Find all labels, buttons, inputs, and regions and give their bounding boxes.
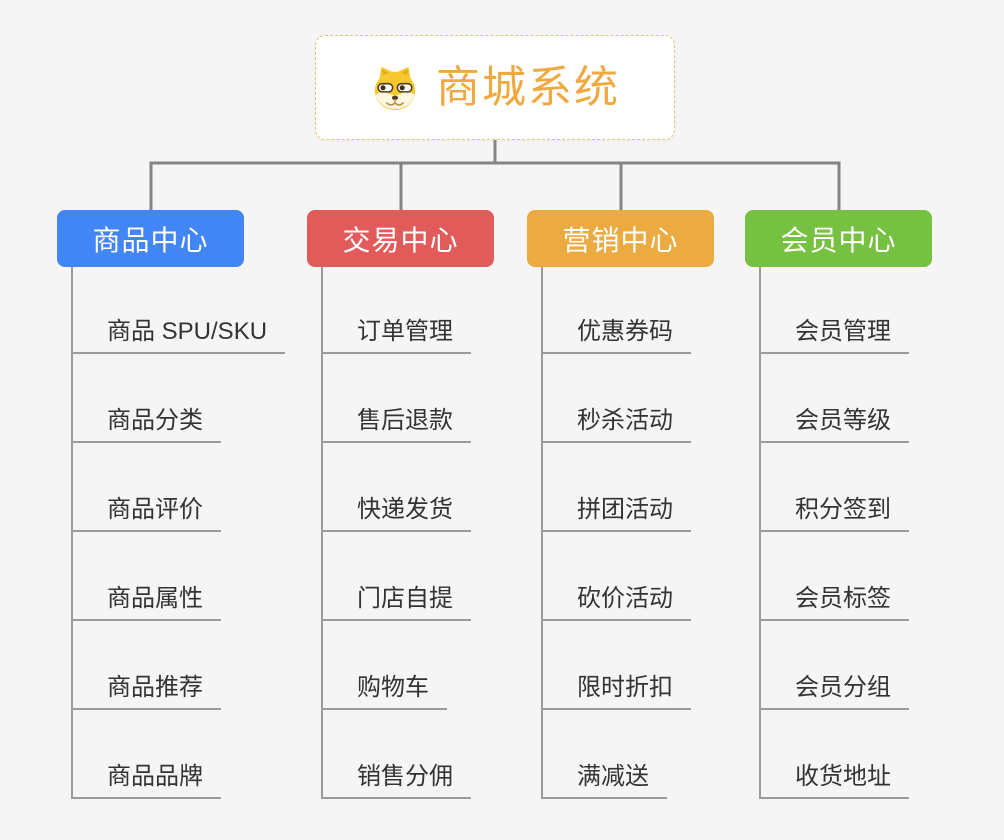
branch-column-2: 优惠券码秒杀活动拼团活动砍价活动限时折扣满减送: [541, 267, 691, 799]
sub-topic[interactable]: 会员标签: [761, 532, 909, 621]
sub-topic-label: 会员标签: [795, 585, 891, 613]
sub-topic-label: 会员分组: [795, 674, 891, 702]
dog-face-icon: [370, 63, 420, 113]
branch-column-3: 会员管理会员等级积分签到会员标签会员分组收货地址: [759, 267, 909, 799]
sub-topic-label: 商品品牌: [107, 763, 203, 791]
branch-label: 营销中心: [562, 224, 679, 256]
branch-column-1: 订单管理售后退款快递发货门店自提购物车销售分佣: [321, 267, 471, 799]
sub-topic-label: 限时折扣: [577, 674, 673, 702]
sub-topic[interactable]: 会员分组: [761, 621, 909, 710]
sub-topic[interactable]: 砍价活动: [543, 532, 691, 621]
sub-topic[interactable]: 快递发货: [323, 443, 471, 532]
sub-topic-label: 秒杀活动: [577, 407, 673, 435]
sub-topic-label: 商品推荐: [107, 674, 203, 702]
sub-topic-label: 商品属性: [107, 585, 203, 613]
sub-topic[interactable]: 积分签到: [761, 443, 909, 532]
sub-topic[interactable]: 售后退款: [323, 354, 471, 443]
branch-label: 商品中心: [92, 224, 209, 256]
sub-topic[interactable]: 拼团活动: [543, 443, 691, 532]
sub-topic-label: 订单管理: [357, 318, 453, 346]
root-node[interactable]: 商城系统: [315, 35, 675, 140]
sub-topic[interactable]: 商品属性: [73, 532, 221, 621]
sub-topic[interactable]: 商品品牌: [73, 710, 221, 799]
sub-topic[interactable]: 商品推荐: [73, 621, 221, 710]
sub-topic[interactable]: 订单管理: [323, 267, 471, 354]
sub-topic[interactable]: 商品分类: [73, 354, 221, 443]
sub-topic-label: 商品 SPU/SKU: [107, 318, 268, 346]
root-title: 商城系统: [436, 62, 620, 112]
sub-topic-label: 售后退款: [357, 407, 453, 435]
sub-topic[interactable]: 收货地址: [761, 710, 909, 799]
sub-topic-label: 购物车: [357, 674, 429, 702]
sub-topic[interactable]: 秒杀活动: [543, 354, 691, 443]
sub-topic-label: 快递发货: [357, 496, 453, 524]
branch-label: 交易中心: [342, 224, 459, 256]
sub-topic[interactable]: 优惠券码: [543, 267, 691, 354]
sub-topic[interactable]: 满减送: [543, 710, 667, 799]
sub-topic-label: 满减送: [577, 763, 649, 791]
sub-topic-label: 商品评价: [107, 496, 203, 524]
sub-topic-label: 收货地址: [795, 763, 891, 791]
sub-topic[interactable]: 会员等级: [761, 354, 909, 443]
sub-topic-label: 拼团活动: [577, 496, 673, 524]
sub-topic-label: 销售分佣: [357, 763, 453, 791]
sub-topic[interactable]: 销售分佣: [323, 710, 471, 799]
branch-column-0: 商品 SPU/SKU 商品分类商品评价商品属性商品推荐商品品牌: [71, 267, 286, 799]
sub-topic-label: 积分签到: [795, 496, 891, 524]
branch-label: 会员中心: [780, 224, 897, 256]
branch-header-3[interactable]: 会员中心: [745, 210, 932, 267]
sub-topic-label: 商品分类: [107, 407, 203, 435]
sub-topic[interactable]: 限时折扣: [543, 621, 691, 710]
sub-topic[interactable]: 门店自提: [323, 532, 471, 621]
sub-topic-label: 会员等级: [795, 407, 891, 435]
sub-topic-label: 门店自提: [357, 585, 453, 613]
branch-header-2[interactable]: 营销中心: [527, 210, 714, 267]
branch-header-1[interactable]: 交易中心: [307, 210, 494, 267]
sub-topic[interactable]: 购物车: [323, 621, 447, 710]
sub-topic-label: 优惠券码: [577, 318, 673, 346]
sub-topic-label: 砍价活动: [577, 585, 673, 613]
sub-topic[interactable]: 商品 SPU/SKU: [73, 267, 286, 354]
sub-topic[interactable]: 会员管理: [761, 267, 909, 354]
sub-topic[interactable]: 商品评价: [73, 443, 221, 532]
branch-header-0[interactable]: 商品中心: [57, 210, 244, 267]
sub-topic-label: 会员管理: [795, 318, 891, 346]
